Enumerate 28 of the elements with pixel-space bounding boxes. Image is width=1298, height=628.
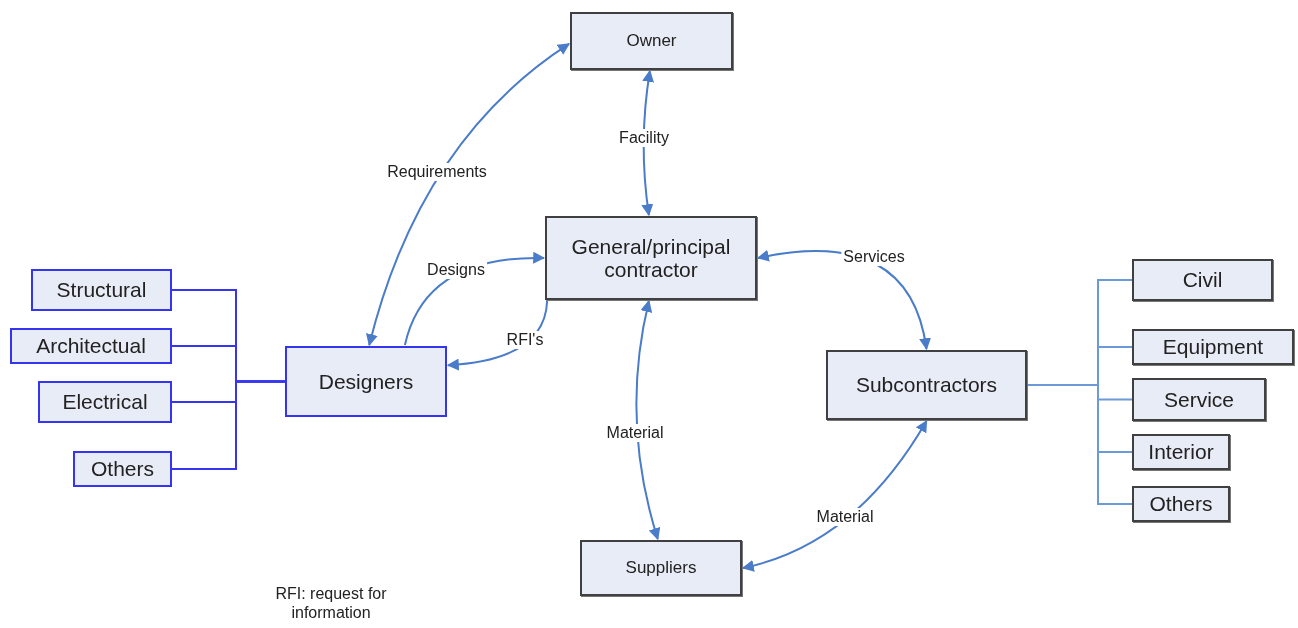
process-box: Suppliers xyxy=(580,540,742,596)
process-box: Structural xyxy=(31,269,172,311)
process-box: Interior xyxy=(1132,434,1230,470)
process-box: Civil xyxy=(1132,259,1273,301)
connector-line xyxy=(171,380,286,470)
arrow xyxy=(635,299,661,541)
edge-label: Designs xyxy=(425,261,487,279)
process-box: General/principal contractor xyxy=(545,216,757,300)
edge-label: Material xyxy=(814,508,876,526)
arrow xyxy=(641,69,655,217)
edge-label: Material xyxy=(604,424,666,442)
process-box: Others xyxy=(1132,486,1230,522)
process-box: Subcontractors xyxy=(826,350,1027,420)
process-box: Designers xyxy=(285,346,447,417)
edge-label: Facility xyxy=(617,129,671,147)
process-box: Owner xyxy=(570,12,733,70)
process-box: Architectual xyxy=(10,328,172,364)
edge-label: RFI's xyxy=(504,331,546,349)
process-box: Equipment xyxy=(1132,329,1294,365)
edge-label: Services xyxy=(841,248,907,266)
arrow xyxy=(366,42,570,347)
process-box: Others xyxy=(73,451,172,487)
process-box: Service xyxy=(1132,378,1266,421)
edge-label: Requirements xyxy=(385,163,489,181)
connector-line xyxy=(1026,384,1133,505)
footnote: RFI: request for information xyxy=(274,584,388,623)
arrow xyxy=(741,420,928,572)
process-box: Electrical xyxy=(38,381,172,423)
